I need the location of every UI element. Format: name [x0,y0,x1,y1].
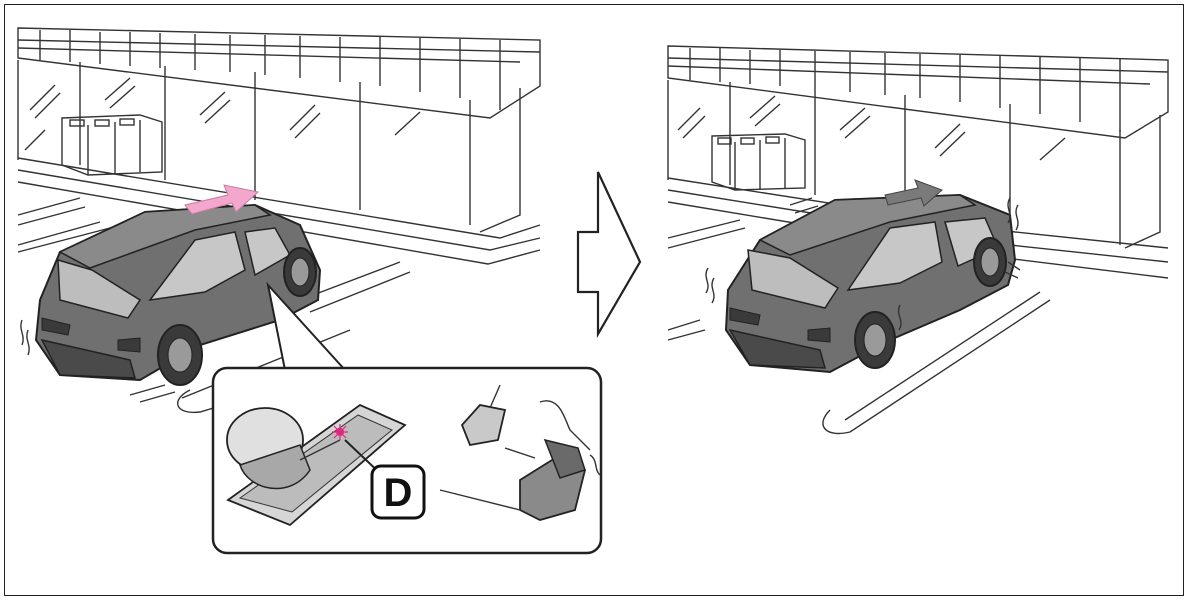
left-trash-bins [62,115,162,175]
gear-label-badge: D [372,466,424,518]
gear-label: D [384,471,413,515]
right-minivan [706,195,1020,372]
right-arrow-icon [578,172,640,334]
callout-box: D [213,368,601,553]
gear-indicator-icon [332,424,348,440]
right-trash-bins [712,134,805,190]
